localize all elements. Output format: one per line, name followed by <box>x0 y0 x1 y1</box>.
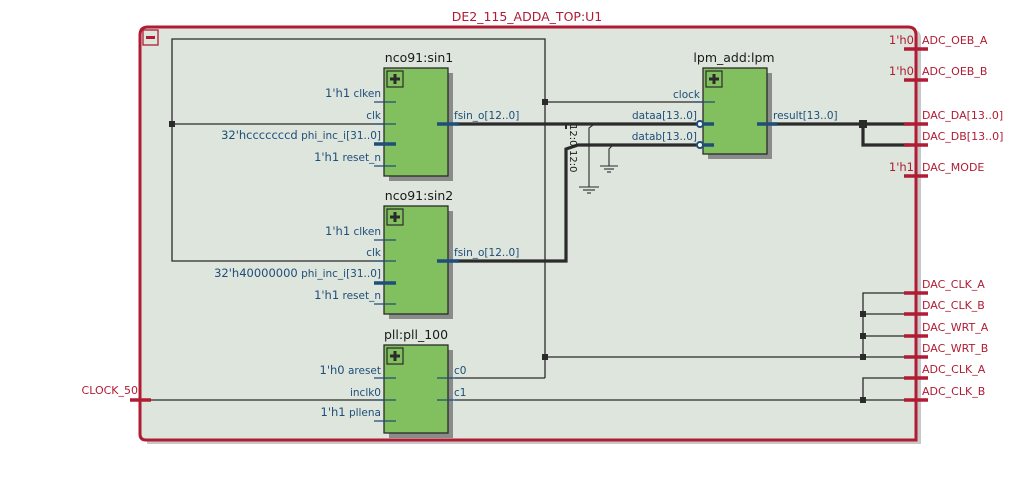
pin-clken: 1'h1 clken <box>325 224 381 238</box>
pin-clock: clock <box>673 89 701 101</box>
output-port-adc-oeb-b[interactable]: ADC_OEB_B 1'h0 <box>889 64 987 82</box>
expand-button[interactable] <box>386 347 404 365</box>
port-label: DAC_CLK_A <box>922 278 985 291</box>
ground-symbol <box>579 124 599 194</box>
pin-result: result[13..0] <box>773 110 838 122</box>
port-label: DAC_DA[13..0] <box>922 109 1003 122</box>
pin-datab: datab[13..0] <box>632 131 697 143</box>
port-label: DAC_DB[13..0] <box>922 130 1003 143</box>
port-label: ADC_OEB_B <box>922 65 987 78</box>
bus-slice-label: 12:0 <box>567 124 578 146</box>
output-port-dac-da-13-0[interactable]: DAC_DA[13..0] <box>904 109 1003 126</box>
expand-button[interactable] <box>386 70 404 88</box>
junction-dot <box>542 354 548 360</box>
adc-clock-net <box>455 377 910 403</box>
pin-clk: clk <box>366 247 382 259</box>
dac-clock-fanout <box>860 292 910 360</box>
instance-pll-100[interactable]: pll:pll_100 1'h0 areset inclk0 1'h1 plle… <box>320 327 467 438</box>
output-port-dac-db-13-0[interactable]: DAC_DB[13..0] <box>904 130 1003 147</box>
pin-c0: c0 <box>454 365 466 377</box>
constant-value: 1'h0 <box>889 64 914 78</box>
instance-nco91-sin2[interactable]: nco91:sin2 1'h1 clken clk 32'h40000000 p… <box>214 188 519 319</box>
pin-areset: 1'h0 areset <box>320 363 381 377</box>
inversion-bubble <box>696 141 704 149</box>
port-label: DAC_WRT_A <box>922 321 989 334</box>
instance-title: nco91:sin2 <box>385 188 453 203</box>
junction-dot <box>542 99 548 105</box>
output-port-adc-oeb-a[interactable]: ADC_OEB_A 1'h0 <box>889 33 988 51</box>
pin-phi-inc: 32'hcccccccd phi_inc_i[31..0] <box>221 128 381 142</box>
pin-clk: clk <box>366 110 382 122</box>
top-entity-title: DE2_115_ADDA_TOP:U1 <box>452 9 603 24</box>
instance-title: nco91:sin1 <box>385 50 453 65</box>
output-ports: ADC_OEB_A1'h0ADC_OEB_B1'h0DAC_DA[13..0]D… <box>889 33 1003 402</box>
output-port-dac-clk-b[interactable]: DAC_CLK_B <box>904 299 985 316</box>
port-label: CLOCK_50 <box>82 384 138 397</box>
port-label: ADC_OEB_A <box>922 34 988 47</box>
junction-dot <box>169 121 175 127</box>
pin-reset-n: 1'h1 reset_n <box>314 150 381 164</box>
instance-lpm-add[interactable]: lpm_add:lpm clock dataa[13..0] datab[13.… <box>632 50 838 159</box>
instance-nco91-sin1[interactable]: nco91:sin1 1'h1 clken clk 32'hcccccccd p… <box>221 50 519 181</box>
expand-button[interactable] <box>705 70 723 88</box>
constant-value: 1'h1 <box>889 160 914 174</box>
junction-dot <box>860 354 866 360</box>
output-port-dac-clk-a[interactable]: DAC_CLK_A <box>904 278 985 295</box>
pin-c1: c1 <box>454 387 466 399</box>
port-label: DAC_CLK_B <box>922 299 985 312</box>
expand-button[interactable] <box>386 208 404 226</box>
junction-dot <box>860 311 866 317</box>
pin-pllena: 1'h1 pllena <box>321 405 382 419</box>
junction-dot <box>860 397 866 403</box>
instance-title: pll:pll_100 <box>384 327 448 342</box>
bus-slice-label: 12:0 <box>567 150 578 172</box>
pin-fsin-o: fsin_o[12..0] <box>454 247 519 259</box>
pin-reset-n: 1'h1 reset_n <box>314 288 381 302</box>
collapse-button[interactable] <box>142 29 159 46</box>
data-buses: 12:0 12:0 <box>455 120 910 263</box>
port-label: DAC_WRT_B <box>922 342 988 355</box>
pin-clken: 1'h1 clken <box>325 86 381 100</box>
output-port-adc-clk-a[interactable]: ADC_CLK_A <box>904 363 986 380</box>
output-port-dac-wrt-b[interactable]: DAC_WRT_B <box>904 342 988 359</box>
inversion-bubble <box>696 120 704 128</box>
output-port-adc-clk-b[interactable]: ADC_CLK_B <box>904 385 985 402</box>
instance-title: lpm_add:lpm <box>693 50 774 65</box>
junction-dot <box>859 120 867 128</box>
pin-inclk0: inclk0 <box>350 387 381 399</box>
output-port-dac-mode[interactable]: DAC_MODE 1'h1 <box>889 160 985 178</box>
constant-value: 1'h0 <box>889 33 914 47</box>
port-label: ADC_CLK_A <box>922 363 986 376</box>
port-label: ADC_CLK_B <box>922 385 985 398</box>
pin-phi-inc: 32'h40000000 phi_inc_i[31..0] <box>214 266 381 280</box>
pin-dataa: dataa[13..0] <box>632 110 697 122</box>
clock-net <box>169 38 910 379</box>
junction-dot <box>860 333 866 339</box>
ground-symbol <box>600 145 618 173</box>
pin-fsin-o: fsin_o[12..0] <box>454 110 519 122</box>
output-port-dac-wrt-a[interactable]: DAC_WRT_A <box>904 321 989 338</box>
port-label: DAC_MODE <box>922 161 984 174</box>
input-port-clock-50[interactable]: CLOCK_50 <box>82 384 151 402</box>
